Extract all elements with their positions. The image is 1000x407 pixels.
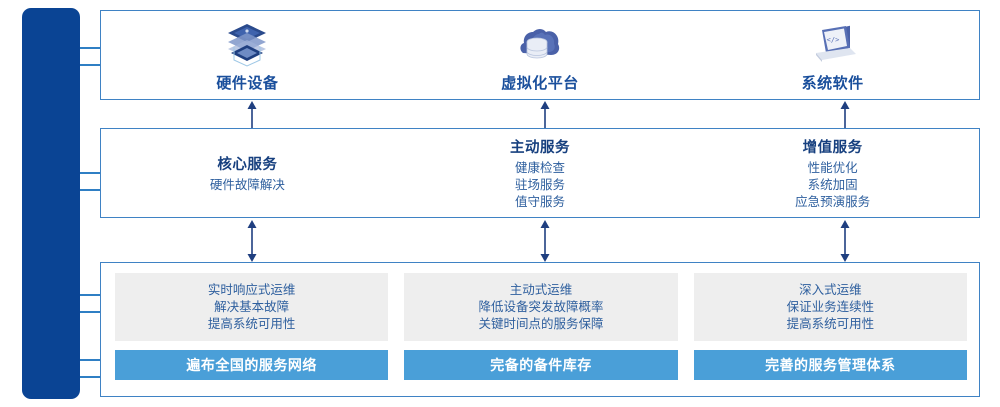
- product-title: 主动服务: [510, 139, 570, 156]
- positioning-item: 深入式运维: [799, 282, 862, 297]
- product-item: 值守服务: [515, 194, 566, 209]
- advantage-bar-1[interactable]: 遍布全国的服务网络: [115, 350, 389, 380]
- product-item: 驻场服务: [515, 177, 566, 192]
- positioning-box-1[interactable]: 实时响应式运维 解决基本故障 提高系统可用性: [115, 273, 389, 341]
- tech-cell-hardware[interactable]: 硬件设备: [101, 11, 394, 99]
- positioning-box-2[interactable]: 主动式运维 降低设备突发故障概率 关键时间点的服务保障: [404, 273, 678, 341]
- positioning-item: 关键时间点的服务保障: [478, 316, 604, 331]
- connector-product-lower: [80, 189, 101, 191]
- product-item: 系统加固: [807, 177, 858, 192]
- bottom-column-3: 深入式运维 保证业务连续性 提高系统可用性 完善的服务管理体系: [693, 273, 967, 388]
- bottom-column-1: 实时响应式运维 解决基本故障 提高系统可用性 遍布全国的服务网络: [115, 273, 389, 388]
- connector-tech-upper: [80, 47, 101, 49]
- category-rail: [22, 8, 80, 399]
- bottom-column-2: 主动式运维 降低设备突发故障概率 关键时间点的服务保障 完备的备件库存: [404, 273, 678, 388]
- arrow-双向-hardware: [247, 220, 257, 262]
- svg-text:</>: </>: [826, 36, 839, 44]
- product-cell-proactive-service[interactable]: 主动服务 健康检查 驻场服务 值守服务: [394, 129, 687, 217]
- arrow-up-system-software: [840, 101, 850, 128]
- tech-label: 系统软件: [801, 74, 864, 92]
- product-content-panel: 核心服务 硬件故障解决 主动服务 健康检查 驻场服务 值守服务 增值服务 性能优…: [100, 128, 980, 218]
- positioning-item: 提高系统可用性: [207, 316, 296, 331]
- positioning-item: 提高系统可用性: [786, 316, 875, 331]
- connector-advantage-lower: [80, 376, 101, 378]
- positioning-item: 主动式运维: [509, 282, 573, 297]
- advantage-bar-3[interactable]: 完善的服务管理体系: [693, 350, 967, 380]
- server-stack-icon: [228, 23, 267, 67]
- positioning-item: 实时响应式运维: [207, 282, 296, 297]
- tech-cell-virtualization[interactable]: 虚拟化平台: [394, 11, 687, 99]
- tech-cell-system-software[interactable]: </> 系统软件: [686, 11, 979, 99]
- product-item: 硬件故障解决: [209, 177, 285, 192]
- product-item: 性能优化: [807, 160, 858, 175]
- connector-tech-lower: [80, 64, 101, 66]
- tech-label: 虚拟化平台: [501, 74, 579, 92]
- product-item: 应急预演服务: [795, 194, 871, 209]
- tech-label: 硬件设备: [216, 74, 279, 92]
- advantage-bar-2[interactable]: 完备的备件库存: [404, 350, 678, 380]
- connector-positioning-lower: [80, 311, 101, 313]
- positioning-item: 降低设备突发故障概率: [478, 299, 604, 314]
- arrow-双向-virtualization: [540, 220, 550, 262]
- code-window-icon: </>: [815, 25, 856, 62]
- product-cell-core-service[interactable]: 核心服务 硬件故障解决: [101, 129, 394, 217]
- connector-positioning-upper: [80, 294, 101, 296]
- positioning-item: 解决基本故障: [214, 299, 290, 314]
- cloud-database-icon: [520, 28, 560, 58]
- arrow-up-hardware: [247, 101, 257, 128]
- product-title: 核心服务: [217, 156, 278, 173]
- connector-product-upper: [80, 172, 101, 174]
- product-cell-value-added-service[interactable]: 增值服务 性能优化 系统加固 应急预演服务: [686, 129, 979, 217]
- arrow-双向-system-software: [840, 220, 850, 262]
- arrow-up-virtualization: [540, 101, 550, 128]
- positioning-advantage-panel: 实时响应式运维 解决基本故障 提高系统可用性 遍布全国的服务网络 主动式运维 降…: [100, 262, 980, 397]
- product-item: 健康检查: [515, 160, 566, 175]
- positioning-item: 保证业务连续性: [786, 299, 875, 314]
- connector-advantage-upper: [80, 359, 101, 361]
- positioning-box-3[interactable]: 深入式运维 保证业务连续性 提高系统可用性: [693, 273, 967, 341]
- tech-direction-panel: 硬件设备 虚拟化平台 </>: [100, 10, 980, 100]
- product-title: 增值服务: [802, 139, 863, 156]
